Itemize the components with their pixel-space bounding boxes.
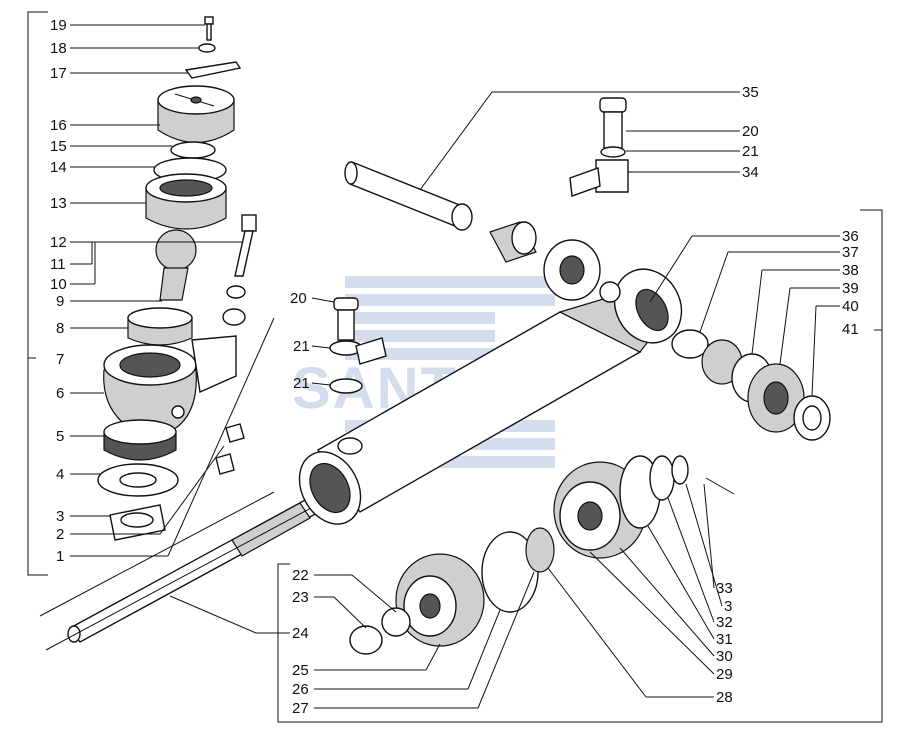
label-21: 21 xyxy=(742,143,759,160)
part-8-nut xyxy=(127,307,193,346)
label-10: 10 xyxy=(50,276,67,293)
label-16: 16 xyxy=(50,117,67,134)
part-12-bolt xyxy=(234,214,257,277)
label-13: 13 xyxy=(50,195,67,212)
part-35-pin xyxy=(344,161,473,231)
part-11-ball-stud xyxy=(155,229,197,301)
part-nut-small xyxy=(222,308,246,326)
label-33: 33 xyxy=(716,580,733,597)
part-17-plate xyxy=(184,61,242,79)
label-18: 18 xyxy=(50,40,67,57)
part-bushing xyxy=(489,221,537,263)
label-35: 35 xyxy=(742,84,759,101)
label-36: 36 xyxy=(842,228,859,245)
part-13-sleeve xyxy=(145,173,227,230)
part-24-rod xyxy=(39,491,332,651)
label-5: 5 xyxy=(56,428,64,445)
part-18-washer xyxy=(198,43,216,53)
part-19-bolt xyxy=(204,16,214,41)
label-19: 19 xyxy=(50,17,67,34)
cylinder-body xyxy=(298,268,683,525)
label-3-right: 3 xyxy=(724,598,732,615)
label-37: 37 xyxy=(842,244,859,261)
label-9: 9 xyxy=(56,293,64,310)
part-3-castle-nut xyxy=(109,504,166,541)
part-grease-fitting xyxy=(215,423,245,475)
label-28: 28 xyxy=(716,689,733,706)
label-24: 24 xyxy=(292,625,309,642)
part-20-valve xyxy=(569,97,629,197)
label-2: 2 xyxy=(56,526,64,543)
label-15: 15 xyxy=(50,138,67,155)
label-6: 6 xyxy=(56,385,64,402)
label-1: 1 xyxy=(56,548,64,565)
right-labels: 35 20 21 34 20 21 21 36 37 38 39 40 41 3… xyxy=(169,84,883,723)
piston-group xyxy=(553,455,735,559)
part-5-seal xyxy=(103,419,177,461)
left-labels: 19 18 17 16 15 14 13 12 11 10 9 8 7 6 5 … xyxy=(50,17,275,565)
part-20-valve-center xyxy=(329,297,387,394)
label-20: 20 xyxy=(742,123,759,140)
label-12: 12 xyxy=(50,234,67,251)
right-parts xyxy=(671,329,831,441)
part-lockwasher xyxy=(226,285,246,299)
label-38: 38 xyxy=(842,262,859,279)
label-7: 7 xyxy=(56,351,64,368)
label-30: 30 xyxy=(716,648,733,665)
label-4: 4 xyxy=(56,466,64,483)
label-20-center: 20 xyxy=(290,290,307,307)
left-bracket xyxy=(27,11,48,576)
label-3: 3 xyxy=(56,508,64,525)
bottom-piston xyxy=(349,527,555,655)
label-32: 32 xyxy=(716,614,733,631)
label-39: 39 xyxy=(842,280,859,297)
label-41: 41 xyxy=(842,321,859,338)
label-27: 27 xyxy=(292,700,309,717)
label-11: 11 xyxy=(50,256,66,273)
label-29: 29 xyxy=(716,666,733,683)
part-4-washer xyxy=(97,463,179,497)
part-end-fork xyxy=(543,239,601,301)
label-21-center-a: 21 xyxy=(293,338,310,355)
label-21-center-b: 21 xyxy=(293,375,310,392)
label-31: 31 xyxy=(716,631,733,648)
label-14: 14 xyxy=(50,159,67,176)
label-8: 8 xyxy=(56,320,64,337)
label-34: 34 xyxy=(742,164,759,181)
label-25: 25 xyxy=(292,662,309,679)
label-26: 26 xyxy=(292,681,309,698)
label-17: 17 xyxy=(50,65,67,82)
label-22: 22 xyxy=(292,567,309,584)
label-40: 40 xyxy=(842,298,859,315)
part-15-spring xyxy=(170,141,216,159)
label-23: 23 xyxy=(292,589,309,606)
part-16-cap xyxy=(157,85,235,144)
